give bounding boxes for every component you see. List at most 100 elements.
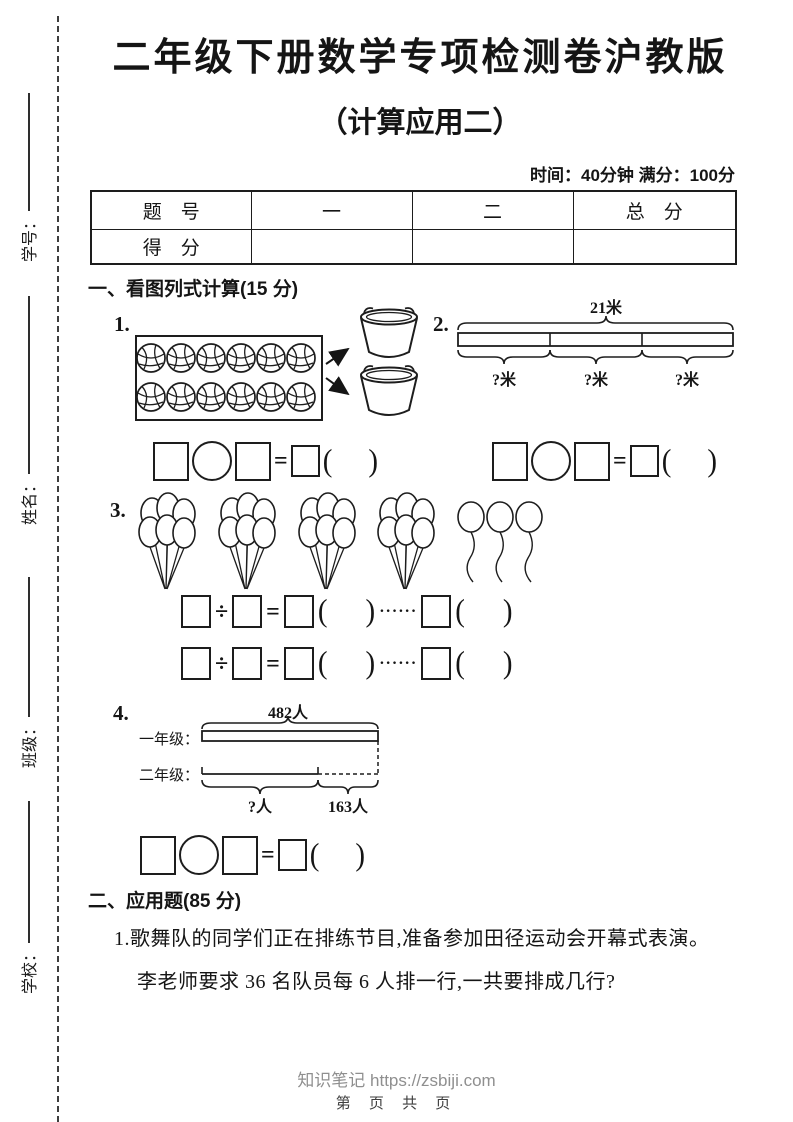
q2-bar [457,332,734,347]
answer-box[interactable] [574,441,610,481]
answer-box[interactable] [492,441,528,481]
answer-box[interactable] [283,595,314,628]
bucket-icon [360,365,418,416]
answer-box[interactable] [232,595,263,628]
page-number-line: 第 页 共 页 [335,1095,458,1112]
exam-info: 时间：40分钟 满分：100分 [530,166,735,185]
word-problem-line1: 1.歌舞队的同学们正在排练节目,准备参加田径运动会开幕式表演。 [114,928,710,950]
q2-bottom-brace-3 [641,349,734,365]
single-balloon [515,501,543,583]
q4-extra-label: 163人 [328,798,369,816]
unit-blank[interactable] [469,663,499,664]
arrow-to-bottom-bucket [325,376,350,396]
score-cell-two[interactable] [411,229,574,265]
answer-box[interactable] [421,647,452,680]
answer-box[interactable] [283,647,314,680]
open-paren: ( [661,442,672,479]
q2-total-label: 21米 [590,298,623,317]
q2-bottom-brace-1 [457,349,551,365]
answer-box[interactable] [181,647,211,680]
unit-blank[interactable] [674,461,704,462]
name-label: 姓名： [22,476,39,525]
answer-box[interactable] [153,441,189,481]
q4-unknown-label: ?人 [248,798,273,816]
answer-box[interactable] [140,835,176,875]
score-table-header-label: 题 号 [90,190,252,230]
q1-number: 1. [114,312,130,336]
q4-answer-equation: = ( ) [140,835,368,875]
student-id-writeline[interactable] [28,92,30,211]
close-paren: ) [707,442,718,479]
q1-basketballs-figure [135,307,418,421]
open-paren: ( [317,593,328,629]
divide-sign: ÷ [215,598,229,625]
answer-box[interactable] [629,445,659,477]
word-problem-line2: 李老师要求 36 名队员每 6 人排一行,一共要排成几行? [137,971,616,993]
answer-box[interactable] [290,445,320,477]
q2-bottom-brace-2 [549,349,643,365]
close-paren: ) [502,593,513,629]
operator-circle[interactable] [192,441,232,481]
answer-box[interactable] [235,441,271,481]
q2-length-bar-figure: 21米 ?米 ?米 ?米 [457,298,734,389]
balloon-bunch [138,492,196,590]
name-writeline[interactable] [28,295,30,474]
q4-number: 4. [113,701,129,725]
unit-blank[interactable] [332,611,362,612]
q4-extra-brace [317,779,379,795]
q4-total-label: 482人 [268,704,309,722]
q3-number: 3. [110,498,126,522]
q2-part-label: ?米 [675,370,700,389]
divide-sign: ÷ [215,650,229,677]
close-paren: ) [365,645,376,681]
balloon-bunch [218,492,276,590]
open-paren: ( [317,645,328,681]
unit-blank[interactable] [469,611,499,612]
equals-sign: = [613,448,627,474]
operator-circle[interactable] [179,835,219,875]
unit-blank[interactable] [335,461,365,462]
equals-sign: = [266,650,280,677]
q4-top-brace [201,715,379,730]
open-paren: ( [455,645,465,681]
school-field: 学校： [16,800,40,994]
equals-sign: = [266,598,280,625]
answer-box[interactable] [421,595,452,628]
equals-sign: = [261,842,275,868]
operator-circle[interactable] [531,441,571,481]
q4-grades-bar-figure: 482人 一年级： 二年级： ?人 163人 [139,704,379,816]
q2-answer-equation: = ( ) [492,441,720,481]
bucket-icon [360,307,418,358]
basketballs-row-2 [136,382,316,412]
q4-grade1-label: 一年级： [139,731,199,748]
remainder-dots: ······ [379,654,418,672]
unit-blank[interactable] [332,663,362,664]
score-cell-total[interactable] [572,229,737,265]
q3-answer-equation-1: ÷ = ( ) ······ ( ) [181,595,517,628]
close-paren: ) [365,593,376,629]
section-two-heading: 二、应用题(85 分) [88,891,242,912]
open-paren: ( [322,442,333,479]
score-table-col-total: 总 分 [572,190,737,230]
unit-blank[interactable] [322,855,352,856]
answer-box[interactable] [181,595,211,628]
score-table-col-two: 二 [411,190,574,230]
balloon-bunch [298,492,356,590]
margin-dashed-line [57,16,59,1122]
answer-box[interactable] [277,839,307,871]
q4-grade2-label: 二年级： [139,767,199,784]
basketball-box [135,335,323,421]
open-paren: ( [309,836,320,873]
score-row-label: 得 分 [90,229,252,265]
class-writeline[interactable] [28,576,30,717]
answer-box[interactable] [232,647,263,680]
score-cell-one[interactable] [250,229,413,265]
q4-grade1-bar [201,730,379,742]
answer-box[interactable] [222,835,258,875]
school-writeline[interactable] [28,800,30,943]
basketballs-row-1 [136,343,316,373]
student-id-field: 学号： [16,92,40,262]
single-balloon [486,501,514,583]
school-label: 学校： [22,945,39,994]
